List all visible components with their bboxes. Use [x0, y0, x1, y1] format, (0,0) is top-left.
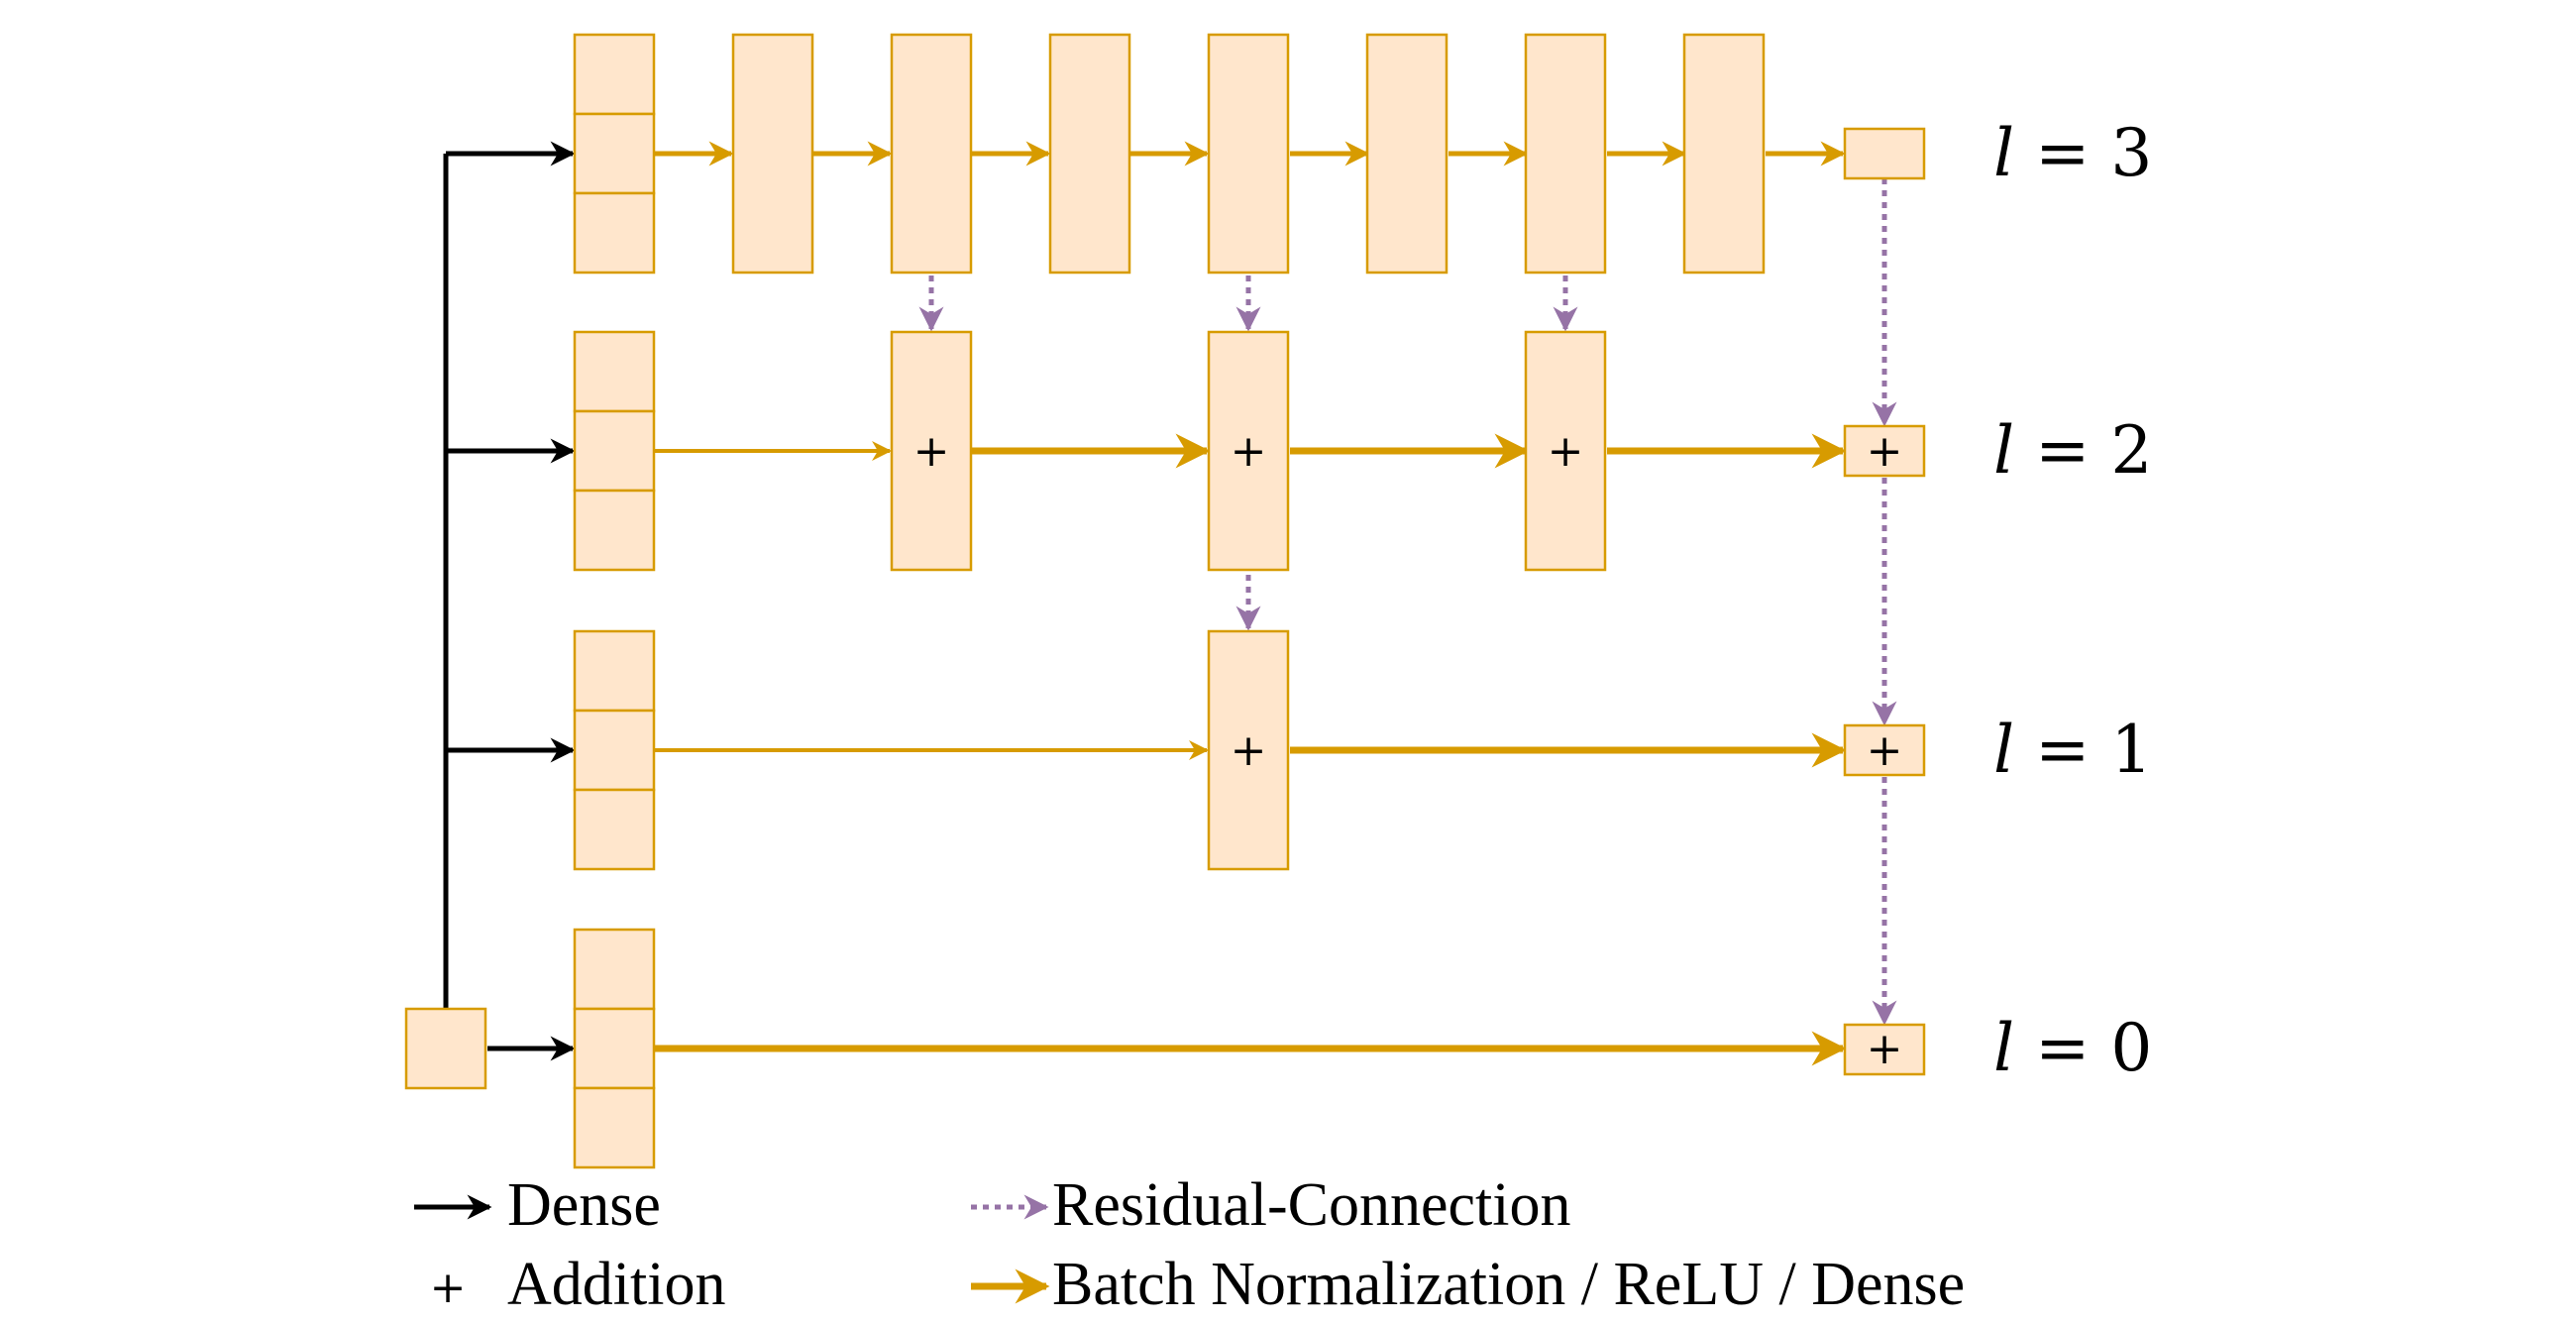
dense-connections: [443, 141, 576, 1061]
blocks: [404, 33, 1926, 1169]
l3-block-2: [731, 33, 814, 275]
plus-l2-b: +: [1231, 426, 1267, 477]
plus-l2-out: +: [1867, 426, 1903, 477]
l3-block-5: [1207, 33, 1290, 275]
legend-bn-label: Batch Normalization / ReLU / Dense: [1052, 1251, 1965, 1318]
plus-l1-out: +: [1867, 725, 1903, 776]
l0-output-block: [1843, 1023, 1926, 1076]
level-label-1: l = 1: [1993, 712, 2152, 788]
l2-first-block: [573, 330, 656, 572]
legend-addition-icon: +: [430, 1263, 467, 1313]
plus-l2-c: +: [1548, 426, 1584, 477]
l2-add-block-3: [1524, 330, 1607, 572]
legend: Dense + Addition Residual-Connection Bat…: [414, 1171, 1965, 1318]
addition-symbols: + + + + + + +: [913, 426, 1903, 1074]
l2-add-block-1: [890, 330, 973, 572]
level-labels: l = 3 l = 2 l = 1 l = 0: [1993, 115, 2152, 1086]
l3-block-7: [1524, 33, 1607, 275]
level-label-3: l = 3: [1993, 115, 2152, 191]
l2-output-block: [1843, 424, 1926, 478]
l3-block-4: [1048, 33, 1131, 275]
l2-add-block-2: [1207, 330, 1290, 572]
l3-output-block: [1843, 127, 1926, 180]
legend-residual-label: Residual-Connection: [1052, 1171, 1570, 1239]
plus-l1-a: +: [1231, 725, 1267, 776]
l0-first-block: [573, 928, 656, 1169]
l1-add-block-1: [1207, 629, 1290, 871]
l1-first-block: [573, 629, 656, 871]
residual-connections: [918, 178, 1897, 1026]
l1-output-block: [1843, 723, 1926, 777]
legend-addition-label: Addition: [507, 1251, 725, 1318]
plus-l0-out: +: [1867, 1024, 1903, 1074]
l3-block-3: [890, 33, 973, 275]
legend-dense-label: Dense: [507, 1171, 661, 1239]
bn-relu-dense-connections: [654, 141, 1847, 1066]
l3-block-8: [1682, 33, 1766, 275]
level-label-0: l = 0: [1993, 1010, 2152, 1086]
input-block: [404, 1007, 487, 1090]
level-label-2: l = 2: [1993, 412, 2152, 489]
l3-first-block: [573, 33, 656, 275]
plus-l2-a: +: [913, 426, 950, 477]
l3-block-6: [1365, 33, 1449, 275]
